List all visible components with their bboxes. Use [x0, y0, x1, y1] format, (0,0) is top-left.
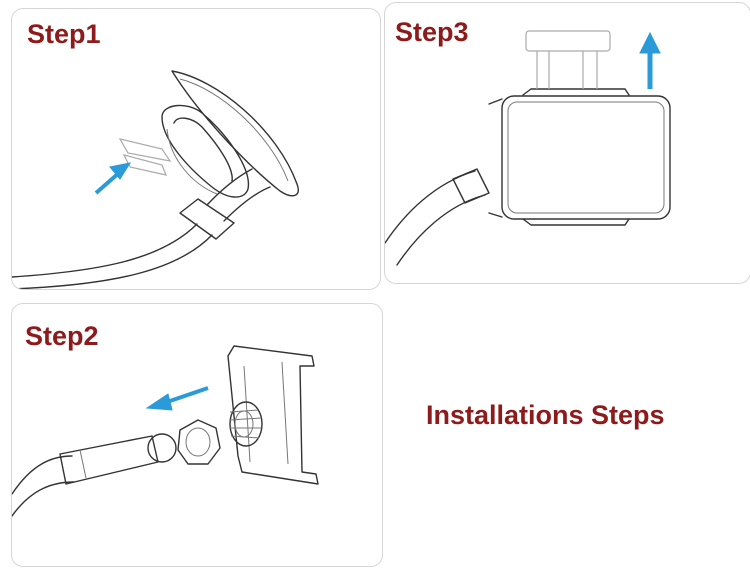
suction-cup — [171, 70, 299, 197]
clamp-bottom — [522, 218, 630, 226]
step1-title: Step1 — [27, 19, 101, 49]
gooseneck-arm — [385, 170, 476, 244]
threaded-post — [229, 401, 263, 447]
step2-panel: Step2 — [11, 303, 383, 567]
step2-title: Step2 — [25, 321, 99, 351]
clamp-extended-ghost — [525, 30, 611, 52]
direction-arrow — [639, 31, 661, 89]
clamp-top — [522, 88, 630, 96]
ball-head — [147, 433, 177, 463]
installation-caption: Installations Steps — [426, 400, 665, 430]
phone — [501, 95, 671, 220]
clamp-ring — [161, 104, 250, 198]
step3-illustration — [385, 30, 671, 266]
gooseneck-arm — [12, 223, 198, 278]
direction-arrow — [94, 162, 132, 195]
arm-joint — [179, 198, 235, 240]
gooseneck-arm — [12, 455, 73, 495]
step3-panel: Step3 — [384, 2, 750, 284]
direction-arrow — [145, 386, 209, 411]
lock-nut — [177, 419, 221, 465]
mount-rod — [59, 435, 159, 485]
step1-panel: Step1 — [11, 8, 381, 290]
phone-clamp — [227, 345, 319, 485]
step3-title: Step3 — [395, 17, 469, 47]
step2-illustration — [12, 345, 319, 517]
adapter-clip — [118, 138, 172, 162]
step1-illustration — [12, 70, 299, 289]
